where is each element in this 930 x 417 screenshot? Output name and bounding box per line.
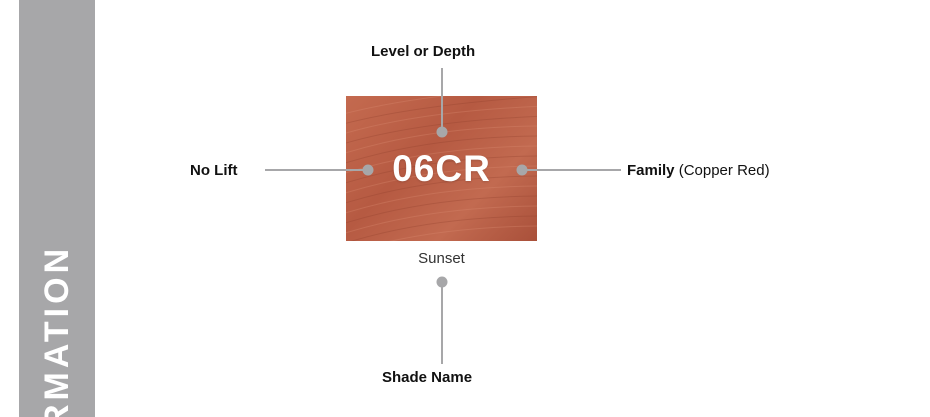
- family-label-bold: Family: [627, 162, 675, 179]
- lift-label: No Lift: [190, 162, 238, 179]
- family-label: Family (Copper Red): [627, 162, 770, 179]
- shade-name: Sunset: [418, 250, 465, 267]
- family-connector-dot: [516, 164, 528, 176]
- level-label: Level or Depth: [371, 43, 476, 60]
- family-label-detail: (Copper Red): [678, 162, 770, 179]
- shade-connector-dot: [436, 276, 448, 288]
- shade-code: 06CR: [392, 147, 491, 189]
- lift-connector-dot: [362, 164, 374, 176]
- shade-name-label: Shade Name: [382, 369, 473, 386]
- level-connector-dot: [436, 126, 448, 138]
- side-tab: RMATION: [19, 0, 95, 417]
- hair-texture: [346, 96, 537, 241]
